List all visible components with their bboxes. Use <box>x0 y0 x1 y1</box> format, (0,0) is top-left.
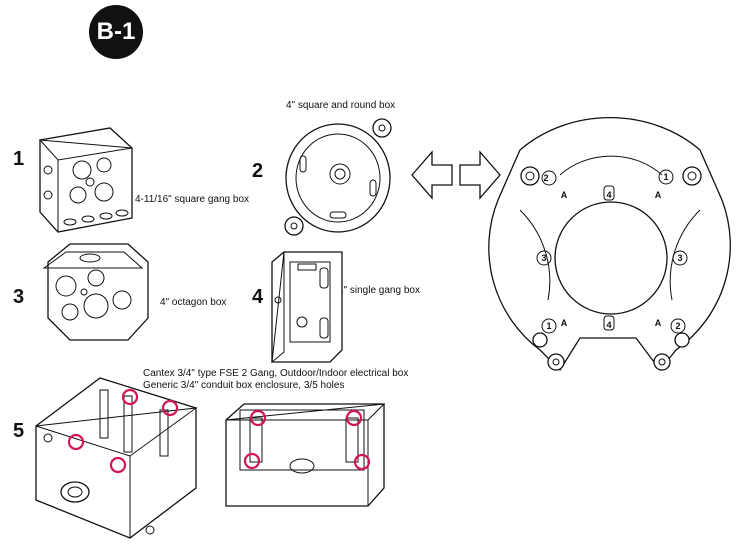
mount-label-4: 4 <box>606 320 611 330</box>
mount-label-1: 1 <box>546 321 551 331</box>
screw-hole-ring <box>249 409 267 427</box>
screw-hole-ring <box>353 453 371 471</box>
caption-fse-box-line1: Cantex 3/4" type FSE 2 Gang, Outdoor/Ind… <box>143 368 409 379</box>
caption-octagon-box: 4" octagon box <box>160 297 227 308</box>
screw-hole-ring <box>109 456 127 474</box>
double-arrow-icon <box>411 150 501 200</box>
mount-label-a: A <box>561 318 568 328</box>
round-box-drawing <box>284 118 392 236</box>
single-gang-box-drawing <box>271 251 343 364</box>
caption-square-round-box: 4" square and round box <box>286 100 396 111</box>
screw-hole-ring <box>121 388 139 406</box>
caption-fse-box-line2: Generic 3/4" conduit box enclosure, 3/5 … <box>143 380 345 391</box>
caption-single-gang-box: 1" single gang box <box>338 285 420 296</box>
square-gang-box-drawing <box>38 127 133 233</box>
mount-label-3: 3 <box>541 253 546 263</box>
conduit-box-drawing <box>225 403 386 507</box>
octagon-box-drawing <box>42 243 149 341</box>
item-number-2: 2 <box>252 160 264 182</box>
mount-label-3: 3 <box>677 253 682 263</box>
caption-square-gang-box: 4-11/16" square gang box <box>135 194 250 205</box>
screw-hole-ring <box>243 452 261 470</box>
screw-hole-ring <box>67 433 85 451</box>
step-badge: B-1 <box>89 5 143 59</box>
mount-label-1: 1 <box>663 172 668 182</box>
mount-label-2: 2 <box>543 173 548 183</box>
item-number-1: 1 <box>13 148 25 170</box>
mount-label-a: A <box>655 190 662 200</box>
fse-2-gang-box-drawing <box>35 377 198 539</box>
screw-hole-ring <box>345 409 363 427</box>
item-number-4: 4 <box>252 286 264 308</box>
mount-label-a: A <box>655 318 662 328</box>
screw-hole-ring <box>161 399 179 417</box>
item-number-5: 5 <box>13 420 25 442</box>
mounting-plate-drawing: 2 1 3 3 1 2 4 4 A A A A <box>488 116 731 372</box>
item-number-3: 3 <box>13 286 25 308</box>
mount-label-4: 4 <box>606 190 611 200</box>
mount-label-a: A <box>561 190 568 200</box>
mount-label-2: 2 <box>675 321 680 331</box>
